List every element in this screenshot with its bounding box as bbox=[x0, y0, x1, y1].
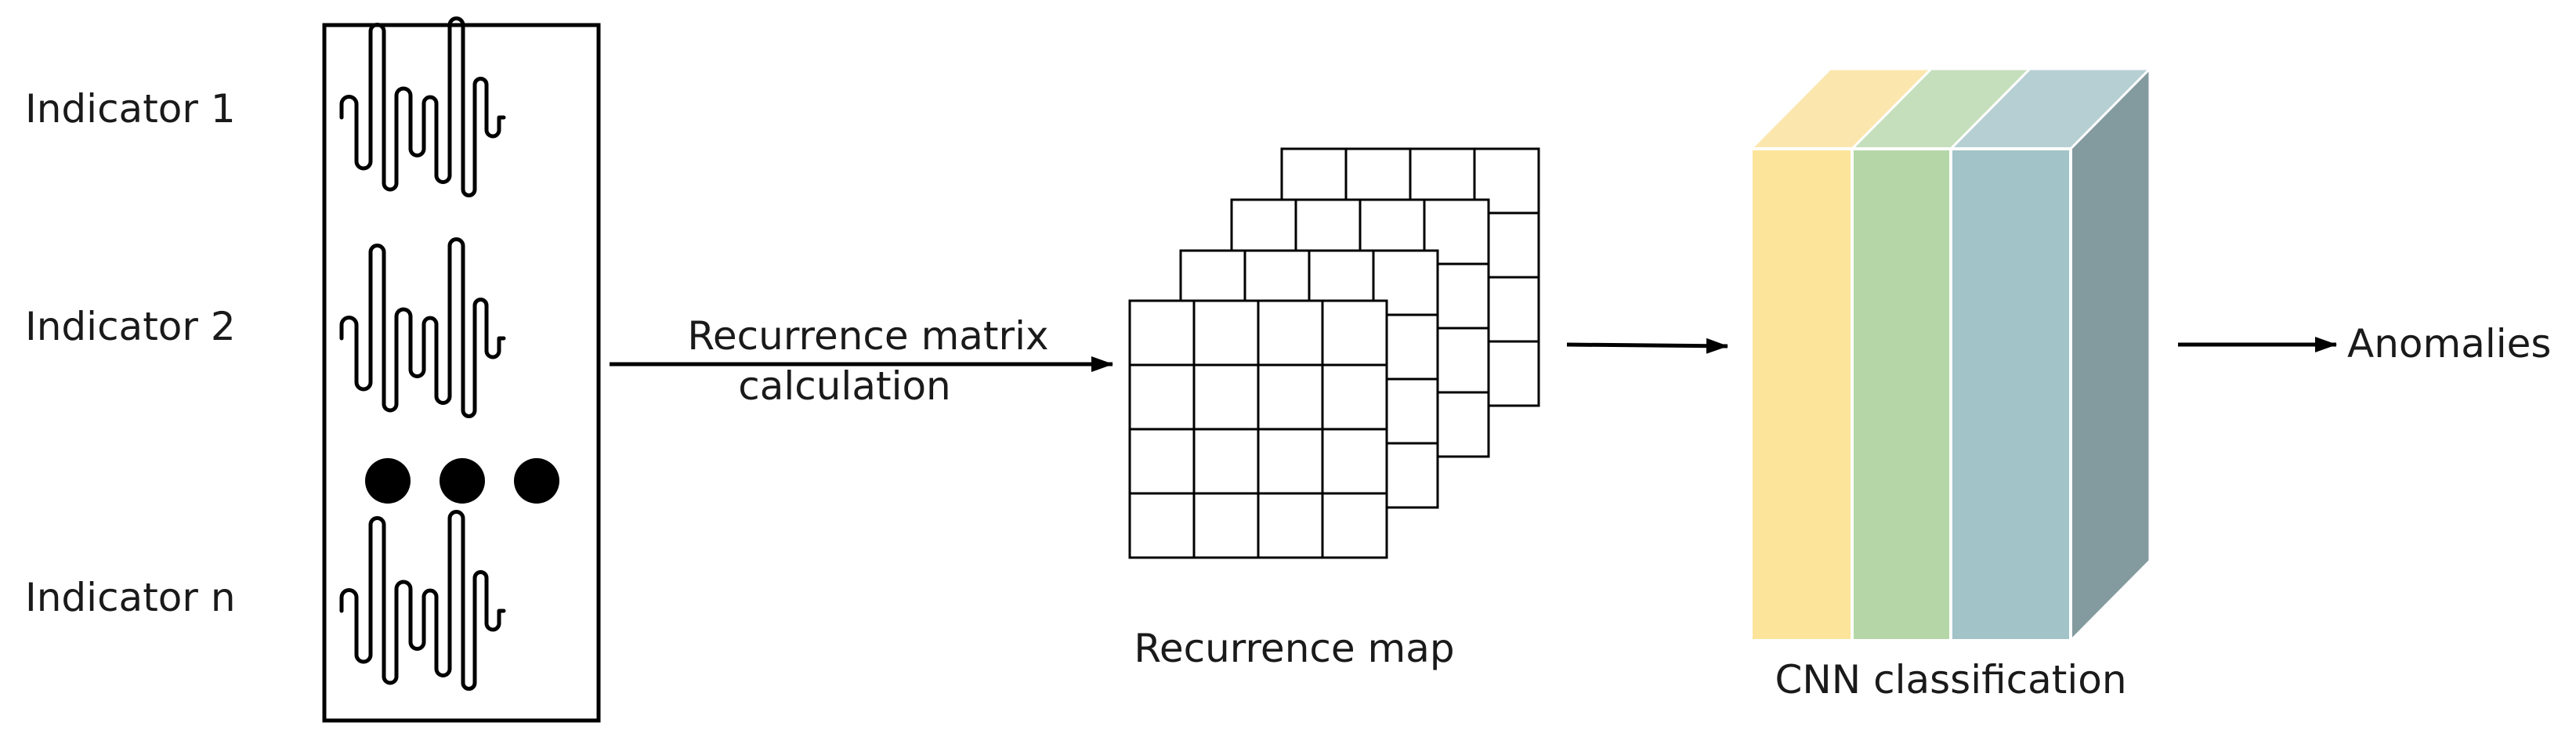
ellipsis-dot-2 bbox=[440, 458, 485, 504]
cnn-layer-green bbox=[1851, 147, 1952, 642]
recurrence-map-label: Recurrence map bbox=[1134, 626, 1454, 671]
anomalies-label: Anomalies bbox=[2347, 321, 2551, 367]
edge-label-line1: Recurrence matrix bbox=[687, 313, 1048, 359]
recurrence-map-stack bbox=[1128, 147, 1540, 559]
signal-waveform-1 bbox=[339, 16, 506, 197]
indicator-2-label: Indicator 2 bbox=[25, 304, 236, 349]
edge-label-line2: calculation bbox=[738, 363, 951, 409]
indicator-n-label: Indicator n bbox=[25, 575, 236, 620]
cnn-block-side bbox=[2069, 66, 2151, 644]
cnn-layer-yellow bbox=[1749, 147, 1854, 642]
arrow-to-cnn bbox=[1566, 338, 1728, 354]
signal-waveform-2 bbox=[339, 237, 506, 418]
indicator-1-label: Indicator 1 bbox=[25, 86, 236, 132]
recurrence-layer-1 bbox=[1128, 299, 1388, 559]
cnn-label: CNN classification bbox=[1775, 657, 2126, 702]
ellipsis-dot-1 bbox=[365, 458, 411, 504]
ellipsis-dot-3 bbox=[514, 458, 559, 504]
cnn-block bbox=[1748, 66, 2153, 644]
cnn-layer-blue bbox=[1949, 147, 2072, 642]
signal-waveform-n bbox=[339, 510, 506, 691]
